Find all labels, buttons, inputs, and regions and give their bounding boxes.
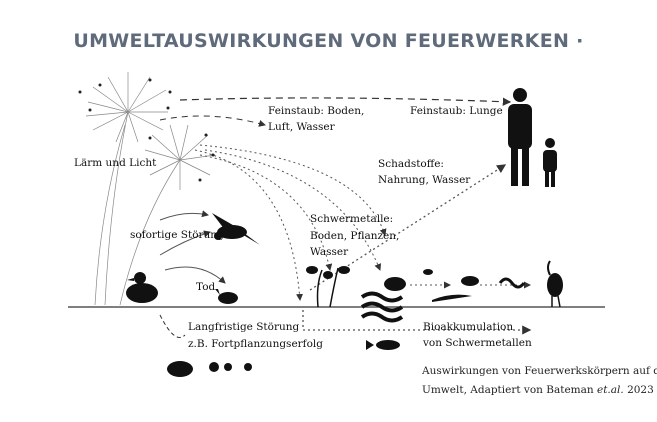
arrow-feinstaub bbox=[179, 97, 512, 106]
turtle-icon bbox=[167, 361, 193, 377]
label-schadstoffe: Schadstoffe: bbox=[378, 158, 444, 170]
label-wasser: Wasser bbox=[310, 246, 349, 258]
rodent-icon bbox=[461, 276, 479, 286]
caption-line-2: Umwelt, Adaptiert von Bateman et.al. 202… bbox=[422, 381, 657, 400]
page-title: UMWELTAUSWIRKUNGEN VON FEUERWERKEN · bbox=[73, 30, 584, 52]
snake-icon bbox=[498, 277, 526, 289]
label-feinstaub-luft: Luft, Wasser bbox=[268, 121, 335, 133]
firework-icon bbox=[85, 72, 216, 306]
caption-line-1: Auswirkungen von Feuerwerkskörpern auf d… bbox=[422, 365, 657, 377]
label-nahrung-wasser: Nahrung, Wasser bbox=[378, 174, 471, 186]
water-waves-icon bbox=[360, 291, 404, 323]
caption-year: 2023 bbox=[623, 384, 654, 396]
label-sofortige-stoerung: sofortige Störung bbox=[130, 229, 224, 241]
label-feinstaub-boden: Feinstaub: Boden, bbox=[268, 105, 365, 117]
insect-icon bbox=[423, 269, 433, 275]
fish-icon bbox=[366, 340, 400, 350]
caption-line-2-text: Umwelt, Adaptiert von Bateman bbox=[422, 384, 597, 396]
label-feinstaub-lunge: Feinstaub: Lunge bbox=[410, 105, 503, 117]
label-boden-pflanzen: Boden, Pflanzen, bbox=[310, 230, 400, 242]
label-von-schwermetallen: von Schwermetallen bbox=[423, 337, 532, 349]
heron-icon bbox=[547, 260, 563, 308]
eggs-icon bbox=[209, 362, 252, 372]
arrow-schadstoffe bbox=[309, 164, 507, 291]
label-tod: Tod bbox=[196, 281, 216, 293]
plant-icon bbox=[306, 266, 350, 308]
people-icon bbox=[508, 88, 557, 187]
flying-bird-icon bbox=[212, 213, 260, 245]
duck-icon bbox=[126, 272, 158, 303]
label-schwermetalle: Schwermetalle: bbox=[310, 213, 394, 225]
dead-bird-icon bbox=[215, 289, 238, 304]
label-fortpflanzungserfolg: z.B. Fortpflanzungserfolg bbox=[188, 338, 323, 350]
figure-caption: Auswirkungen von Feuerwerkskörpern auf d… bbox=[422, 362, 657, 400]
label-langfristige-stoerung: Langfristige Störung bbox=[188, 321, 300, 333]
lizard-icon bbox=[432, 294, 472, 302]
frog-icon bbox=[384, 277, 406, 291]
firework-sparks bbox=[78, 78, 215, 182]
caption-et-al: et.al. bbox=[597, 384, 624, 396]
label-laerm-licht: Lärm und Licht bbox=[74, 157, 157, 169]
label-bioakkumulation: Bioakkumulation bbox=[423, 321, 514, 333]
